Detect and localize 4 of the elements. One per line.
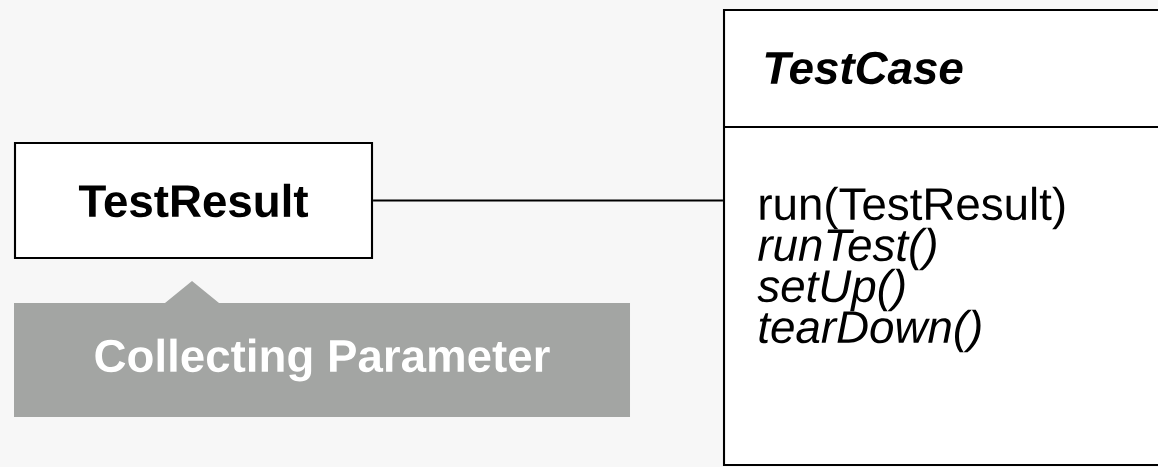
class-box: TestCase run(TestResult) runTest() setUp() tearDown() [722, 8, 1158, 467]
association-line [373, 199, 723, 202]
class-box: TestResult [13, 141, 374, 260]
callout: Collecting Parameter [14, 281, 630, 417]
